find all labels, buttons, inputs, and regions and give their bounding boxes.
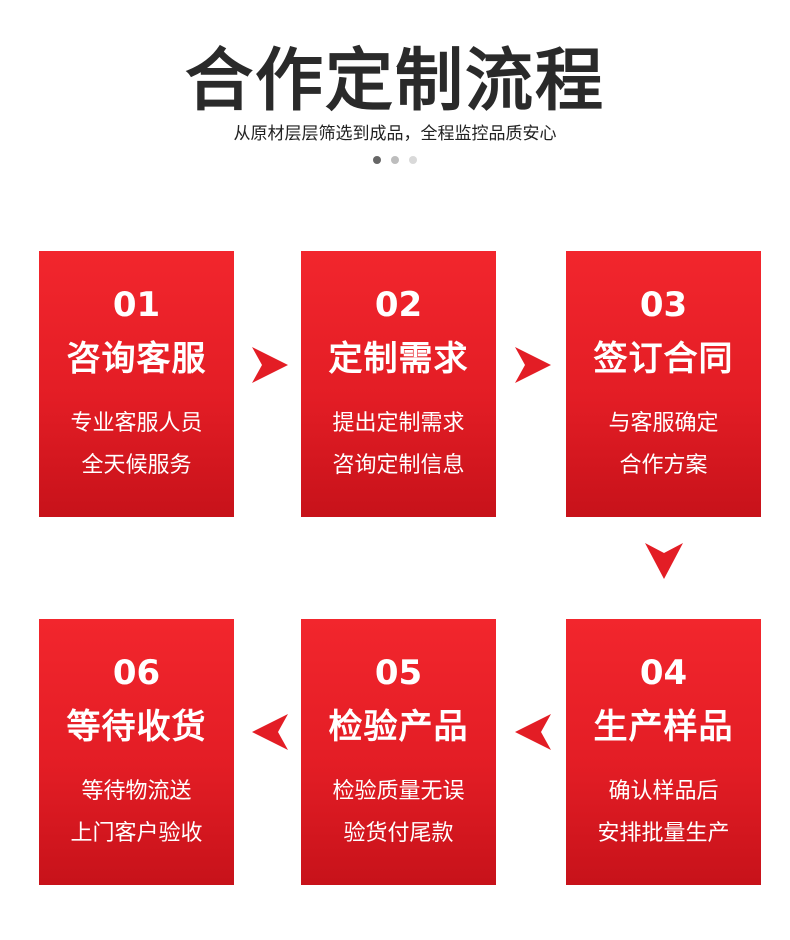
step-desc-line-2: 合作方案 [619,453,708,478]
step-desc-line-1: 专业客服人员 [70,411,203,436]
arrow-left-icon [515,714,551,750]
step-title: 签订合同 [593,339,734,379]
step-desc-line-2: 验货付尾款 [343,821,454,846]
step-number: 02 [374,285,423,325]
step-title: 生产样品 [593,707,734,747]
step-title: 检验产品 [328,707,469,747]
step-card-04: 04 生产样品 确认样品后 安排批量生产 [566,619,761,885]
step-desc-line-2: 安排批量生产 [597,821,730,846]
step-desc-line-2: 咨询定制信息 [332,453,465,478]
step-number: 03 [639,285,688,325]
step-number: 01 [112,285,161,325]
step-card-01: 01 咨询客服 专业客服人员 全天候服务 [39,251,234,517]
step-desc-line-1: 等待物流送 [81,779,192,804]
step-desc-line-1: 确认样品后 [608,779,719,804]
step-title: 咨询客服 [66,339,207,379]
carousel-dots [0,156,790,164]
step-desc-line-1: 与客服确定 [608,411,719,436]
step-desc-line-2: 上门客户验收 [70,821,203,846]
step-card-02: 02 定制需求 提出定制需求 咨询定制信息 [301,251,496,517]
dot-3 [409,156,417,164]
step-card-03: 03 签订合同 与客服确定 合作方案 [566,251,761,517]
page-title: 合作定制流程 [184,42,605,121]
step-desc-line-2: 全天候服务 [81,453,192,478]
step-desc-line-1: 检验质量无误 [332,779,465,804]
arrow-left-icon [252,714,288,750]
step-title: 定制需求 [328,339,469,379]
step-number: 05 [374,653,423,693]
step-desc-line-1: 提出定制需求 [332,411,465,436]
dot-1 [373,156,381,164]
step-card-05: 05 检验产品 检验质量无误 验货付尾款 [301,619,496,885]
step-title: 等待收货 [66,707,207,747]
page-subtitle: 从原材层层筛选到成品，全程监控品质安心 [233,124,557,144]
arrow-right-icon [252,347,288,383]
step-number: 06 [112,653,161,693]
arrow-right-icon [515,347,551,383]
arrow-down-icon [645,543,683,579]
step-number: 04 [639,653,688,693]
dot-2 [391,156,399,164]
step-card-06: 06 等待收货 等待物流送 上门客户验收 [39,619,234,885]
